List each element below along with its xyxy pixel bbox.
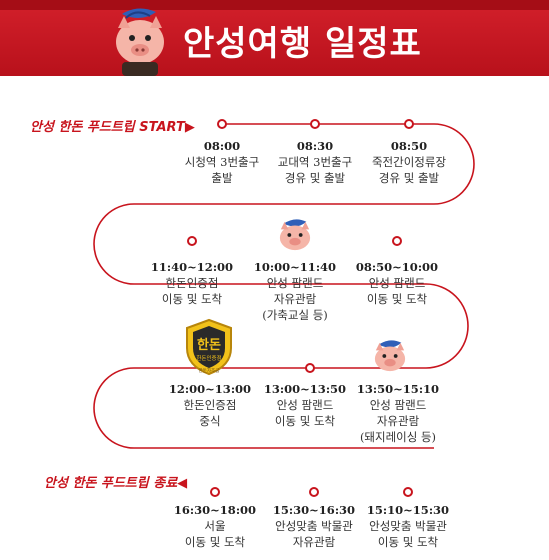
header-banner: 안성여행 일정표 <box>0 0 549 76</box>
route-dot <box>403 487 413 497</box>
stop-place: 안성맞춤 박물관 <box>369 519 447 533</box>
stop-action: 중식 <box>199 414 221 428</box>
stop-note: (가축교실 등) <box>262 308 328 322</box>
stop-card: 15:10~15:30 안성맞춤 박물관 이동 및 도착 <box>353 502 463 550</box>
route-dot <box>392 236 402 246</box>
badge-sub: 한돈인증점 <box>196 355 221 362</box>
banner-stripe <box>0 0 549 10</box>
route-dot <box>309 487 319 497</box>
stop-action: 출발 <box>211 171 233 185</box>
stop-time: 08:50 <box>390 139 428 153</box>
stop-action: 이동 및 도착 <box>274 414 336 428</box>
stop-card: 13:00~13:50 안성 팜랜드 이동 및 도착 <box>250 381 360 429</box>
stop-card: 11:40~12:00 한돈인증점 이동 및 도착 <box>137 259 247 307</box>
route-dot <box>310 119 320 129</box>
stop-time: 08:50~10:00 <box>355 260 439 274</box>
stop-place: 안성 팜랜드 <box>368 276 426 290</box>
stop-time: 13:00~13:50 <box>263 382 347 396</box>
route-dot <box>305 363 315 373</box>
stop-place: 안성맞춤 박물관 <box>275 519 353 533</box>
stop-place: 안성 팜랜드 <box>266 276 324 290</box>
page-title: 안성여행 일정표 <box>183 24 422 64</box>
start-marker: 안성 한돈 푸드트립 START▶ <box>30 120 195 135</box>
route-dot <box>210 487 220 497</box>
stop-card: 08:50 죽전간이정류장 경유 및 출발 <box>354 138 464 186</box>
stop-card: 08:00 시청역 3번출구 출발 <box>167 138 277 186</box>
badge-foot: 한돈자조금 <box>199 367 220 374</box>
stop-place: 안성 팜랜드 <box>276 398 334 412</box>
stop-card: 12:00~13:00 한돈인증점 중식 <box>155 381 265 429</box>
stop-time: 08:30 <box>296 139 334 153</box>
stop-action: 경유 및 출발 <box>378 171 440 185</box>
stop-time: 13:50~15:10 <box>356 382 440 396</box>
stop-time: 11:40~12:00 <box>150 260 234 274</box>
stop-time: 08:00 <box>203 139 241 153</box>
stop-place: 서울 <box>204 519 226 533</box>
stop-action: 자유관람 <box>292 535 336 549</box>
stop-place: 시청역 3번출구 <box>184 155 260 169</box>
stop-time: 10:00~11:40 <box>253 260 337 274</box>
stop-card: 15:30~16:30 안성맞춤 박물관 자유관람 <box>259 502 369 550</box>
stop-action: 자유관람 <box>376 414 420 428</box>
stop-time: 12:00~13:00 <box>168 382 252 396</box>
route-dot <box>187 236 197 246</box>
stop-action: 이동 및 도착 <box>184 535 246 549</box>
badge-main: 한돈 <box>197 337 221 353</box>
stop-time: 16:30~18:00 <box>173 503 257 517</box>
end-marker: 안성 한돈 푸드트립 종료◀ <box>44 476 188 491</box>
stop-place: 한돈인증점 <box>183 398 237 412</box>
stop-place: 안성 팜랜드 <box>369 398 427 412</box>
stop-card: 13:50~15:10 안성 팜랜드 자유관람 (돼지레이싱 등) <box>343 381 453 445</box>
stop-place: 교대역 3번출구 <box>277 155 353 169</box>
route-dot <box>217 119 227 129</box>
hanwoo-certified-badge-icon: 한돈 한돈인증점 한돈자조금 <box>186 318 232 376</box>
pig-mascot-icon <box>116 8 164 76</box>
pig-mascot-icon <box>374 340 406 372</box>
stop-time: 15:30~16:30 <box>272 503 356 517</box>
stop-action: 이동 및 도착 <box>161 292 223 306</box>
stop-action: 자유관람 <box>273 292 317 306</box>
stop-note: (돼지레이싱 등) <box>359 430 437 444</box>
stop-action: 이동 및 도착 <box>377 535 439 549</box>
stop-card: 08:30 교대역 3번출구 경유 및 출발 <box>260 138 370 186</box>
pig-mascot-icon <box>279 219 311 251</box>
stop-time: 15:10~15:30 <box>366 503 450 517</box>
stop-card: 10:00~11:40 안성 팜랜드 자유관람 (가축교실 등) <box>240 259 350 323</box>
stop-card: 08:50~10:00 안성 팜랜드 이동 및 도착 <box>342 259 452 307</box>
stop-action: 경유 및 출발 <box>284 171 346 185</box>
stop-action: 이동 및 도착 <box>366 292 428 306</box>
stop-place: 죽전간이정류장 <box>371 155 447 169</box>
route-dot <box>404 119 414 129</box>
stop-place: 한돈인증점 <box>165 276 219 290</box>
stop-card: 16:30~18:00 서울 이동 및 도착 <box>160 502 270 550</box>
